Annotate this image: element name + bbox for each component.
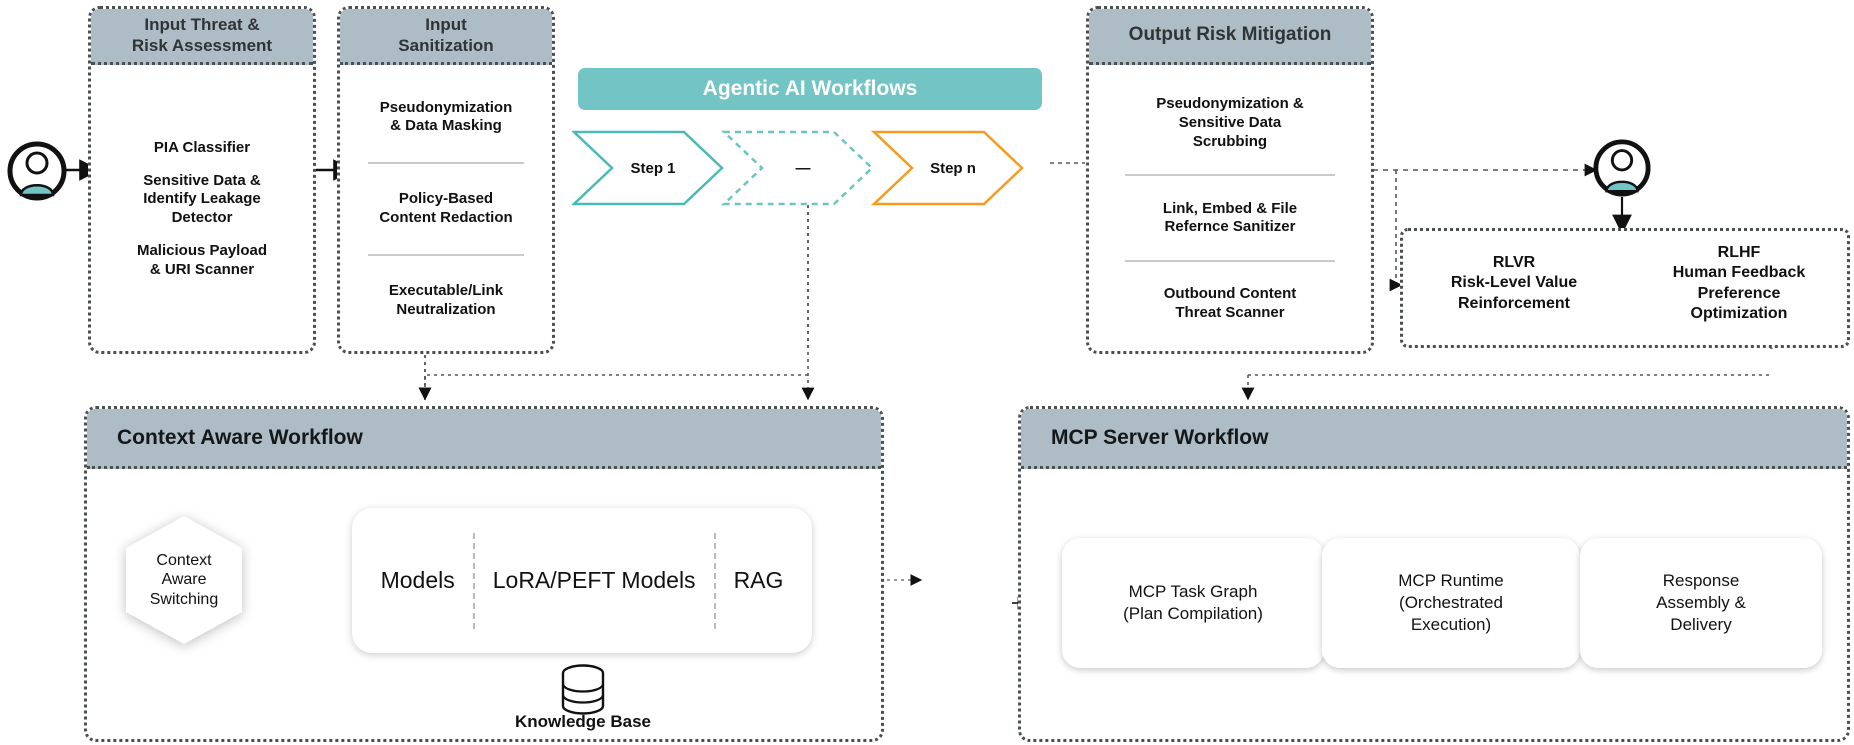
models-cell-models: Models <box>380 567 455 593</box>
chevron-step-middle <box>720 130 874 206</box>
knowledge-base-label: Knowledge Base <box>514 712 652 731</box>
chevron-label-step-1: Step 1 <box>630 160 676 177</box>
chevron-label-step-n: Step n <box>930 160 976 177</box>
rlvr-line1: Risk-Level Value <box>1450 274 1578 292</box>
panel-input-sanitization: Input Sanitization Pseudonymization& Dat… <box>337 6 555 354</box>
panel-title-line2: Sanitization <box>398 35 494 55</box>
mcp-card-line1: MCP Task Graph <box>1128 581 1258 601</box>
user-avatar-input <box>6 140 68 207</box>
chevron-step-n <box>870 130 1024 206</box>
panel-title-line1: Output Risk Mitigation <box>1128 24 1332 46</box>
panel-title-input-sanitization: Input Sanitization <box>340 9 552 65</box>
context-workflow-title-label: Context Aware Workflow <box>117 425 363 449</box>
rlhf-line3: Optimization <box>1690 305 1788 323</box>
models-strip: Models LoRA/PEFT Models RAG <box>352 508 812 653</box>
panel-title-line1: Input Threat & <box>144 15 260 35</box>
user-avatar-output <box>1592 138 1652 203</box>
feedback-item-rlhf: RLHF Human Feedback Preference Optimizat… <box>1628 243 1850 325</box>
mcp-card-line2: (Plan Compilation) <box>1123 604 1263 623</box>
hex-line3: Switching <box>149 590 219 608</box>
mcp-card-response-assembly: Response Assembly & Delivery <box>1580 538 1822 668</box>
divider <box>713 532 716 629</box>
divider <box>368 253 524 256</box>
agentic-ai-workflows-banner: Agentic AI Workflows <box>578 68 1042 110</box>
rlhf-line1: Human Feedback <box>1672 264 1806 282</box>
context-workflow-title: Context Aware Workflow <box>87 409 881 469</box>
mcp-workflow-title-label: MCP Server Workflow <box>1051 425 1269 449</box>
models-cell-rag: RAG <box>733 567 784 593</box>
knowledge-base-node <box>560 664 606 721</box>
mcp-card-line2: (Orchestrated <box>1399 592 1503 612</box>
service-malicious-payload-scanner: Malicious Payload& URI Scanner <box>136 241 268 278</box>
panel-title-input-threat: Input Threat & Risk Assessment <box>91 9 313 65</box>
chevron-label-step-middle: — <box>795 160 811 177</box>
mcp-workflow-title: MCP Server Workflow <box>1021 409 1847 469</box>
panel-title-line2: Risk Assessment <box>131 35 273 55</box>
rlhf-line2: Preference <box>1697 284 1781 302</box>
agentic-banner-label: Agentic AI Workflows <box>702 77 918 100</box>
panel-input-threat-risk-assessment: Input Threat & Risk Assessment PIA Class… <box>88 6 316 354</box>
user-icon <box>7 141 67 201</box>
panel-body-input-threat: PIA Classifier Sensitive Data &Identify … <box>91 65 313 353</box>
context-aware-switching-node: Context Aware Switching <box>126 516 242 644</box>
chevron-step-1 <box>572 130 724 206</box>
panel-reinforcement-feedback: RLVR Risk-Level Value Reinforcement RLHF… <box>1400 228 1850 348</box>
agentic-step-chevrons <box>572 130 1024 206</box>
mcp-card-line3: Delivery <box>1670 615 1732 635</box>
rlhf-acronym: RLHF <box>1717 244 1761 261</box>
divider <box>368 162 524 165</box>
divider <box>472 532 475 629</box>
panel-output-risk-mitigation: Output Risk Mitigation Pseudonymization … <box>1086 6 1374 354</box>
rlvr-acronym: RLVR <box>1492 254 1536 271</box>
service-pia-classifier: PIA Classifier <box>153 138 251 156</box>
mcp-card-line1: Response <box>1662 570 1740 590</box>
models-cell-lora-peft: LoRA/PEFT Models <box>492 567 696 593</box>
hex-line2: Aware <box>161 571 207 589</box>
rlvr-line2: Reinforcement <box>1457 294 1571 312</box>
user-icon <box>1593 139 1651 197</box>
hex-line1: Context <box>156 551 212 569</box>
divider <box>1124 260 1336 263</box>
panel-title-line1: Input <box>425 15 467 35</box>
panel-body-input-sanitization: Pseudonymization& Data Masking Policy-Ba… <box>340 65 552 353</box>
service-pseudonymization-masking: Pseudonymization& Data Masking <box>379 98 513 135</box>
mcp-card-runtime: MCP Runtime (Orchestrated Execution) <box>1322 538 1580 668</box>
mcp-card-line3: Execution) <box>1410 615 1492 635</box>
mcp-card-line2: Assembly & <box>1656 592 1746 612</box>
database-icon <box>561 664 605 715</box>
mcp-card-line1: MCP Runtime <box>1398 570 1504 590</box>
mcp-card-task-graph: MCP Task Graph (Plan Compilation) <box>1062 538 1324 668</box>
feedback-item-rlvr: RLVR Risk-Level Value Reinforcement <box>1403 253 1625 314</box>
panel-title-output-risk: Output Risk Mitigation <box>1089 9 1371 65</box>
divider <box>1124 174 1336 177</box>
